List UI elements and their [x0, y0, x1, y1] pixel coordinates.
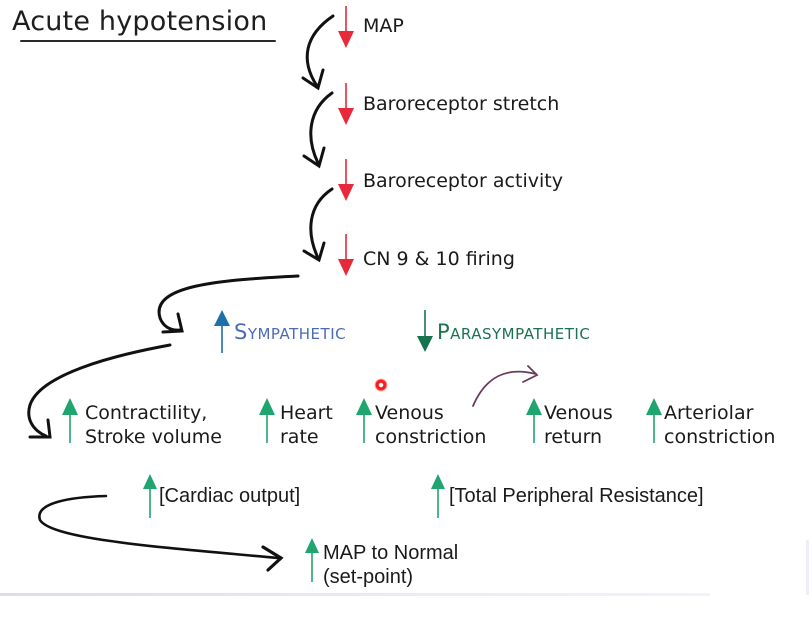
up-arrow-icon — [259, 398, 275, 443]
down-arrow-icon — [338, 159, 354, 201]
diagram-title: Acute hypotension — [12, 6, 268, 37]
result-map-normal: MAP to Normal (set-point) — [323, 541, 458, 589]
cascade-decrease-arrows — [338, 6, 354, 276]
effect-line: constriction — [375, 426, 487, 448]
effect-venous-return: Venous return — [544, 401, 613, 449]
parasympathetic-label: Parasympathetic — [437, 320, 591, 344]
result-line: MAP to Normal — [323, 542, 459, 564]
cascade-step-baroreceptor-stretch: Baroreceptor stretch — [363, 93, 560, 115]
outcome-cardiac-output: [Cardiac output] — [159, 485, 301, 507]
effect-line: Heart — [280, 402, 333, 424]
pointer-highlight-icon — [374, 378, 388, 392]
effect-line: Venous — [375, 402, 444, 424]
curved-arrow-icon — [38, 494, 284, 572]
cascade-flow-arrows — [27, 14, 335, 572]
result-line: (set-point) — [323, 566, 414, 588]
curved-arrow-icon — [302, 187, 334, 263]
effect-increase-arrows — [62, 398, 662, 443]
curved-arrow-icon — [27, 343, 172, 439]
effect-heart-rate: Heart rate — [280, 401, 333, 449]
cascade-step-map: MAP — [363, 15, 404, 37]
effect-line: Stroke volume — [85, 426, 222, 448]
effect-line: Arteriolar — [664, 402, 754, 424]
curved-arrow-icon — [301, 14, 335, 91]
down-arrow-icon — [338, 83, 354, 125]
effect-line: constriction — [664, 426, 776, 448]
outcome-total-peripheral-resistance: [Total Peripheral Resistance] — [449, 485, 704, 507]
down-arrow-icon — [417, 310, 433, 352]
effect-line: Venous — [544, 402, 613, 424]
curved-arrow-icon — [157, 274, 300, 334]
effect-line: Contractility, — [85, 402, 208, 424]
effect-arteriolar-constriction: Arteriolar constriction — [664, 401, 775, 449]
down-arrow-icon — [338, 6, 354, 48]
sympathetic-label: Sympathetic — [234, 320, 347, 344]
right-edge-divider — [806, 540, 809, 595]
title-underline — [20, 40, 276, 42]
curved-arrow-icon — [302, 91, 334, 169]
venous-link-arrow — [472, 365, 539, 407]
outcome-increase-arrows — [143, 474, 445, 518]
up-arrow-icon — [646, 398, 662, 443]
cascade-step-cn-firing: CN 9 & 10 firing — [363, 248, 515, 270]
effect-line: return — [544, 426, 603, 448]
effect-line: rate — [280, 426, 319, 448]
up-arrow-icon — [143, 474, 157, 518]
up-arrow-icon — [431, 474, 445, 518]
up-arrow-icon — [356, 398, 372, 443]
up-arrow-icon — [305, 538, 319, 582]
effect-contractility: Contractility, Stroke volume — [85, 401, 222, 449]
down-arrow-icon — [338, 234, 354, 276]
effect-venous-constriction: Venous constriction — [375, 401, 486, 449]
cascade-step-baroreceptor-activity: Baroreceptor activity — [363, 170, 563, 192]
up-arrow-icon — [214, 310, 230, 353]
bottom-divider — [0, 593, 710, 596]
up-arrow-icon — [526, 398, 542, 443]
up-arrow-icon — [62, 398, 78, 443]
